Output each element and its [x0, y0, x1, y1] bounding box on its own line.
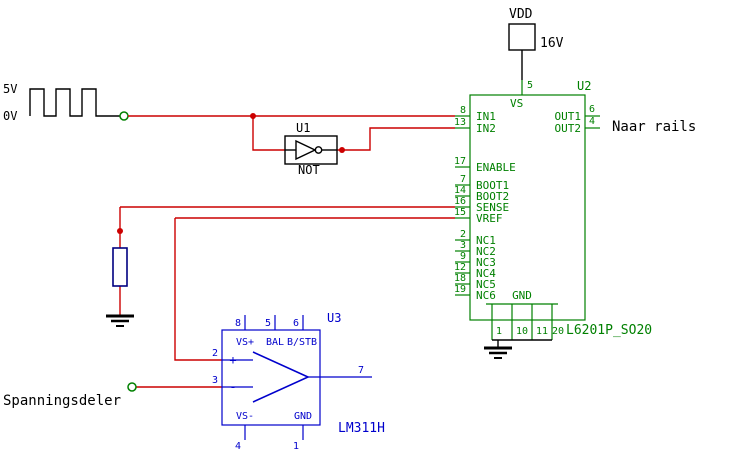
junction-dot-not-output — [339, 147, 345, 153]
vdd-net-label: VDD — [509, 7, 533, 22]
u3-ref-label: U3 — [327, 311, 341, 325]
u2-pin-gnd1-number: 1 — [496, 326, 502, 337]
u2-pin-nc3-number: 9 — [460, 251, 466, 262]
u3-pin-gnd-label: GND — [294, 411, 312, 422]
u2-pin-out2-number: 4 — [589, 116, 595, 127]
u2-pin-gnd11-number: 11 — [536, 326, 548, 337]
u3-part-label: LM311H — [338, 421, 385, 436]
u2-pin-vs-label: VS — [510, 97, 523, 110]
u2-pin-nc4-label: NC4 — [476, 267, 496, 280]
u1-triangle — [295, 139, 317, 161]
u2-pin-enable-number: 17 — [454, 156, 466, 167]
u2-pin-nc6-number: 19 — [454, 284, 466, 295]
u2-gnd-label: GND — [512, 289, 532, 302]
u2-pin-nc3-label: NC3 — [476, 256, 496, 269]
u2-part-label: L6201P_SO20 — [566, 323, 652, 338]
vdd-voltage-label: 16V — [540, 36, 564, 51]
wires — [117, 113, 455, 388]
naar-rails-label: Naar rails — [612, 119, 696, 135]
u2-pin-nc2-number: 3 — [460, 240, 466, 251]
u2-pin-nc2-label: NC2 — [476, 245, 496, 258]
wire-branch-to-not-input — [252, 116, 285, 151]
u2-pin-nc1-label: NC1 — [476, 234, 496, 247]
u2-pin-out1-number: 6 — [589, 104, 595, 115]
wire-not-output-to-in2 — [337, 127, 455, 151]
u2-left-pins: 8 IN1 13 IN2 17 ENABLE 7 BOOT1 14 BOOT2 … — [454, 105, 516, 302]
u2-pin-nc5-number: 18 — [454, 273, 466, 284]
u1-type-label: NOT — [298, 163, 320, 177]
u2-pin-nc4-number: 12 — [454, 262, 466, 273]
u3-pin-output-number: 7 — [358, 365, 364, 376]
u2-pin-sense-number: 16 — [454, 196, 466, 207]
u2-pin-nc1-number: 2 — [460, 229, 466, 240]
u3-pin-vsminus-label: VS- — [236, 411, 254, 422]
u2-pin-boot2-label: BOOT2 — [476, 190, 509, 203]
u3-pin-bstb-label: B/STB — [287, 337, 317, 348]
u2-pin-in1-label: IN1 — [476, 110, 496, 123]
u2-pin-nc5-label: NC5 — [476, 278, 496, 291]
source-low-label: 0V — [3, 109, 17, 123]
u2-pin-boot2-number: 14 — [454, 185, 466, 196]
u2-pin-gnd20-number: 20 — [552, 326, 564, 337]
u3-pin-gnd-number: 1 — [293, 441, 299, 452]
u3-pin-bstb-number: 6 — [293, 318, 299, 329]
u3-minus-sign: - — [229, 380, 236, 394]
not-gate-u1: U1 NOT — [284, 121, 338, 177]
u2-ground — [484, 339, 552, 359]
u2-pin-gnd10-number: 10 — [516, 326, 528, 337]
u2-ref-label: U2 — [577, 79, 591, 93]
u3-pin-bal-label: BAL — [266, 337, 284, 348]
u2-pin-in1-number: 8 — [460, 105, 466, 116]
source-high-label: 5V — [3, 82, 17, 96]
input-terminal — [119, 111, 129, 121]
spanningsdeler-terminal — [127, 382, 137, 392]
u2-pin-boot1-label: BOOT1 — [476, 179, 509, 192]
u1-inversion-bubble — [314, 146, 323, 154]
u2-pin-enable-label: ENABLE — [476, 161, 516, 174]
square-wave-symbol — [29, 88, 120, 117]
ic-u3-lm311: U3 8 5 6 VS+ BAL B/STB 2 3 + - 7 VS- GND… — [212, 311, 385, 452]
u2-pin-nc6-label: NC6 — [476, 289, 496, 302]
u3-pin-vsminus-number: 4 — [235, 441, 241, 452]
u2-pin-out1-label: OUT1 — [555, 110, 582, 123]
vdd-symbol — [508, 23, 536, 51]
ic-u2-l6201p: U2 5 VS 8 IN1 13 IN2 17 ENABLE 7 BOOT1 1… — [454, 79, 652, 340]
u3-pin-vsplus-label: VS+ — [236, 337, 254, 348]
u2-pin-vref-label: VREF — [476, 212, 503, 225]
vdd-supply: VDD 16V — [508, 7, 564, 80]
junction-dot-sense — [117, 228, 123, 234]
u3-pin-bal-number: 5 — [265, 318, 271, 329]
spanningsdeler-label: Spanningsdeler — [3, 393, 121, 409]
u3-pin-vsplus-number: 8 — [235, 318, 241, 329]
u2-right-pins: 6 OUT1 4 OUT2 — [555, 104, 600, 135]
u3-comparator-symbol — [252, 351, 310, 403]
sense-resistor — [112, 247, 128, 287]
u3-plus-sign: + — [229, 353, 236, 367]
u3-pin-plus-number: 2 — [212, 348, 218, 359]
square-wave-source: 5V 0V — [3, 82, 120, 123]
u2-pin-vs-number: 5 — [527, 80, 533, 91]
u2-pin-sense-label: SENSE — [476, 201, 509, 214]
u2-pin-in2-number: 13 — [454, 117, 466, 128]
u1-ref-label: U1 — [296, 121, 310, 135]
wire-vref-to-comparator-plus — [174, 218, 222, 361]
u2-pin-vref-number: 15 — [454, 207, 466, 218]
u2-bottom-pins: GND 1 10 11 20 — [486, 289, 564, 340]
u2-pin-in2-label: IN2 — [476, 122, 496, 135]
u2-pin-boot1-number: 7 — [460, 174, 466, 185]
junction-dot-input — [250, 113, 256, 119]
u2-pin-out2-label: OUT2 — [555, 122, 582, 135]
u3-pin-minus-number: 3 — [212, 375, 218, 386]
resistor-ground — [106, 314, 134, 327]
